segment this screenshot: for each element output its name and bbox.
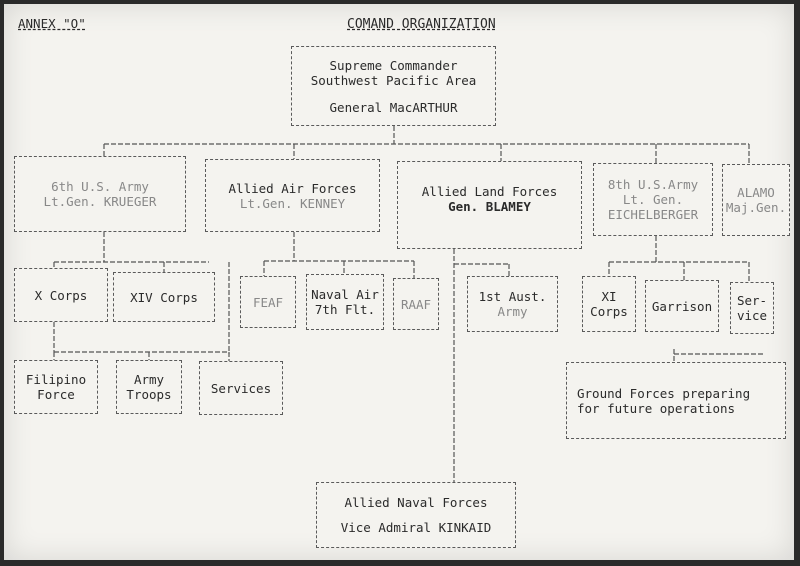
supreme-commander-box: Supreme Commander Southwest Pacific Area… [291, 46, 496, 126]
naval-air-line1: Naval Air [311, 287, 379, 302]
army-troops-line2: Troops [126, 387, 172, 402]
document-page: ANNEX "O" COMAND ORGANIZATION Supreme Co… [4, 4, 794, 560]
allied-land-forces-box: Allied Land Forces Gen. BLAMEY [397, 161, 582, 249]
allied-air-line2: Lt.Gen. KENNEY [239, 195, 346, 211]
alamo-line2: Maj.Gen. [725, 200, 787, 215]
eighth-army-line1: 8th U.S.Army [607, 177, 699, 192]
supreme-line2: Southwest Pacific Area [310, 72, 477, 88]
sixth-army-line2: Lt.Gen. KRUEGER [43, 194, 157, 209]
ground-forces-line1: Ground Forces preparing [577, 385, 751, 401]
allied-naval-forces-box: Allied Naval Forces Vice Admiral KINKAID [316, 482, 516, 548]
annex-label: ANNEX "O" [18, 16, 86, 31]
feaf-label: FEAF [252, 294, 284, 310]
raaf-label: RAAF [400, 296, 432, 312]
x-corps-box: X Corps [14, 268, 108, 322]
naval-air-line2: 7th Flt. [314, 302, 376, 317]
xiv-corps-label: XIV Corps [130, 289, 198, 305]
allied-land-line1: Allied Land Forces [421, 184, 558, 199]
eighth-army-line2: Lt. Gen. [622, 192, 684, 207]
allied-air-line1: Allied Air Forces [228, 180, 357, 196]
naval-line1: Allied Naval Forces [344, 495, 488, 510]
allied-air-forces-box: Allied Air Forces Lt.Gen. KENNEY [205, 159, 380, 232]
services-left-box: Services [199, 361, 283, 415]
filipino-line2: Force [37, 387, 75, 402]
service-line1: Ser- [736, 293, 768, 308]
filipino-force-box: Filipino Force [14, 360, 98, 414]
service-line2: vice [736, 308, 768, 323]
garrison-label: Garrison [651, 298, 713, 314]
allied-land-line2: Gen. BLAMEY [448, 199, 531, 214]
alamo-line1: ALAMO [737, 185, 775, 200]
naval-line2: Vice Admiral KINKAID [340, 520, 492, 535]
army-troops-line1: Army [133, 372, 165, 387]
garrison-box: Garrison [645, 280, 719, 332]
filipino-line1: Filipino [25, 372, 87, 387]
x-corps-label: X Corps [34, 287, 88, 303]
xi-corps-line1: XI [601, 289, 617, 304]
first-aust-line2: Army [497, 304, 528, 319]
service-box: Ser- vice [730, 282, 774, 334]
raaf-box: RAAF [393, 278, 439, 330]
sixth-army-line1: 6th U.S. Army [51, 179, 149, 194]
supreme-line1: Supreme Commander [329, 57, 458, 73]
sixth-army-box: 6th U.S. Army Lt.Gen. KRUEGER [14, 156, 186, 232]
eighth-army-box: 8th U.S.Army Lt. Gen. EICHELBERGER [593, 163, 713, 236]
ground-forces-line2: for future operations [577, 400, 736, 416]
org-connectors [53, 126, 764, 482]
feaf-box: FEAF [240, 276, 296, 328]
services-left-label: Services [210, 380, 272, 396]
first-aust-army-box: 1st Aust. Army [467, 276, 558, 332]
first-aust-line1: 1st Aust. [478, 289, 547, 304]
eighth-army-line3: EICHELBERGER [607, 207, 699, 222]
xi-corps-box: XI Corps [582, 276, 636, 332]
xi-corps-line2: Corps [590, 304, 628, 319]
alamo-force-box: ALAMO Maj.Gen. [722, 164, 790, 236]
ground-forces-box: Ground Forces preparing for future opera… [566, 362, 786, 439]
army-troops-box: Army Troops [116, 360, 182, 414]
supreme-line3: General MacARTHUR [329, 99, 458, 115]
naval-air-box: Naval Air 7th Flt. [306, 274, 384, 330]
page-title: COMAND ORGANIZATION [347, 17, 496, 32]
xiv-corps-box: XIV Corps [113, 272, 215, 322]
